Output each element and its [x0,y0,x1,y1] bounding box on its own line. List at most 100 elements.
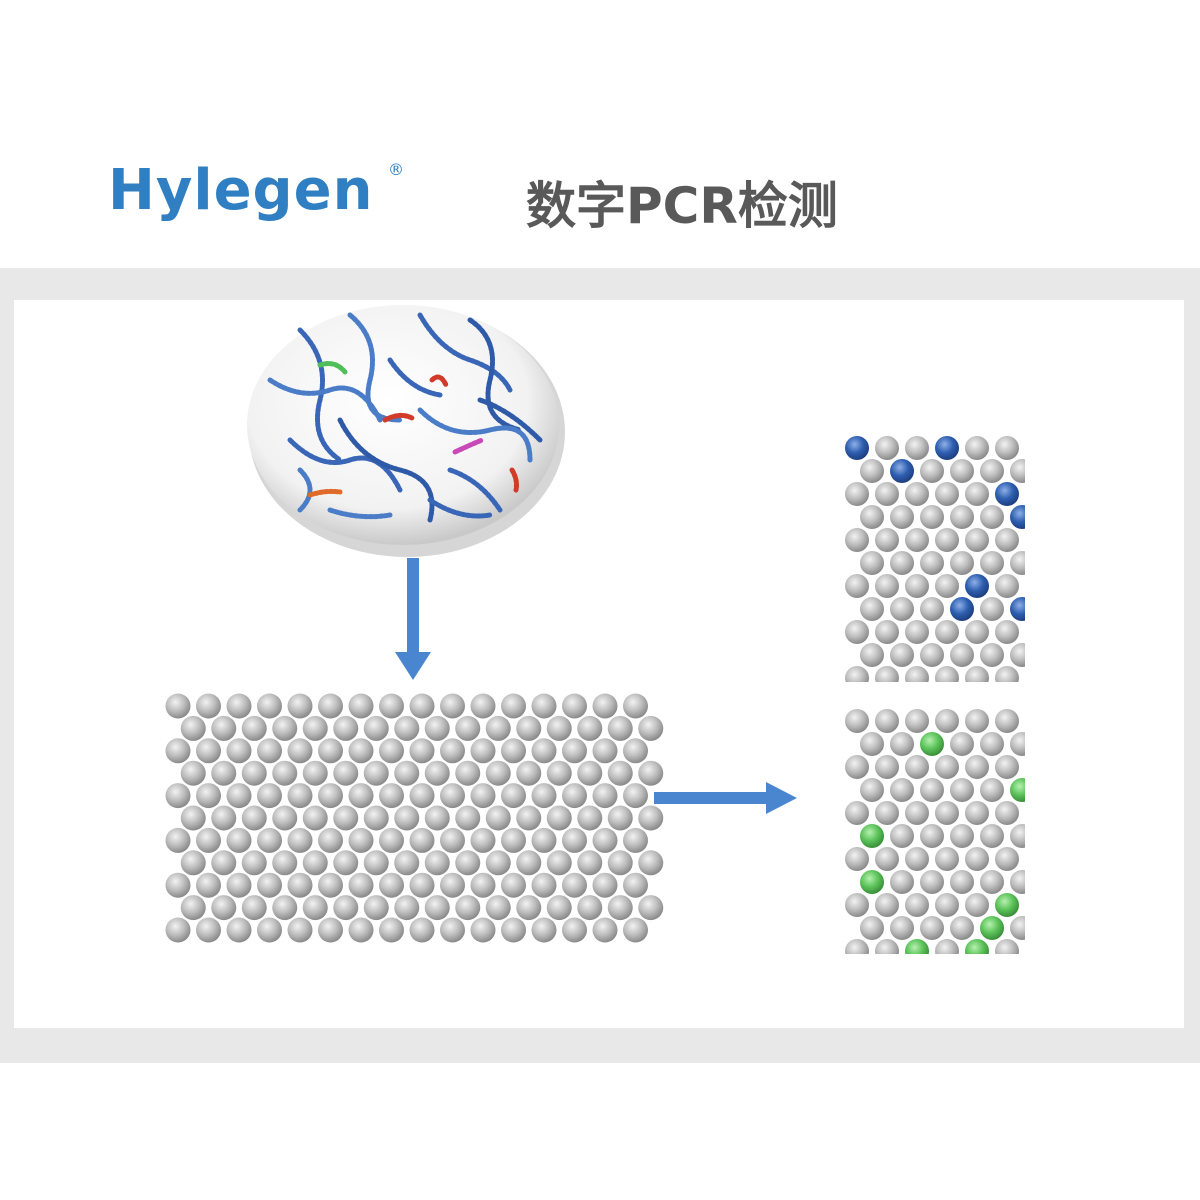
main-droplet [470,738,496,764]
top-droplet [905,482,929,506]
main-droplet [409,738,435,764]
main-droplet [607,715,633,741]
bottom-droplet [875,801,899,825]
main-droplet [577,805,603,831]
bottom-droplet [980,824,1004,848]
bottom-positive-droplet [905,939,929,954]
top-droplet [845,482,869,506]
main-droplet [348,738,374,764]
main-droplet [577,715,603,741]
main-droplet [257,693,282,719]
top-droplet [875,620,899,644]
main-droplet [501,917,526,943]
main-droplet [318,872,343,898]
top-droplet [1025,482,1049,506]
main-droplet [592,872,618,898]
bottom-droplet [905,801,929,825]
main-droplet [638,760,664,786]
main-droplet [180,850,206,876]
bottom-droplet [920,916,944,940]
main-droplet [592,827,618,853]
main-droplet [623,738,648,764]
main-droplet [455,805,481,831]
top-positive-droplet [890,459,914,483]
main-droplet [607,850,633,876]
dna-strand [452,437,485,455]
droplet-array-green-positive [845,709,1064,954]
main-droplet [455,850,481,876]
top-droplet [965,620,989,644]
main-droplet [516,805,542,831]
top-droplet [920,459,944,483]
main-droplet [577,895,603,921]
top-droplet [1010,459,1025,483]
main-droplet [272,760,298,786]
top-droplet [965,482,989,506]
dna-strand [297,467,313,513]
top-droplet [935,666,959,682]
main-droplet [196,693,221,719]
top-droplet [905,528,929,552]
bottom-droplet [875,939,899,954]
header: Hylegen ® 数字PCR检测 [0,0,1200,268]
bottom-positive-droplet [995,893,1019,917]
main-droplet [196,917,221,943]
main-droplet [562,693,587,719]
top-positive-droplet [950,597,974,621]
bottom-droplet [935,801,959,825]
bottom-droplet [935,847,959,871]
top-droplet [980,643,1004,667]
main-droplet [516,850,542,876]
bottom-positive-droplet [860,870,884,894]
main-droplet [409,872,435,898]
dna-strand [287,437,403,493]
main-droplet [287,872,313,898]
main-droplet [470,917,496,943]
bottom-droplet [995,939,1019,954]
main-droplet [546,895,572,921]
dna-strand [417,407,533,463]
top-droplet [920,551,944,575]
bottom-droplet [1040,732,1064,756]
main-droplet [165,917,191,943]
main-droplet [592,783,618,809]
main-droplet [501,738,526,764]
main-droplet [531,917,557,943]
main-droplet [272,895,298,921]
main-droplet [562,827,587,853]
bottom-droplet [980,870,1004,894]
top-droplet [980,551,1004,575]
top-droplet [950,643,974,667]
main-droplet [531,693,557,719]
main-droplet [577,760,603,786]
main-droplet [241,760,267,786]
main-droplet [592,738,618,764]
main-droplet [287,827,313,853]
main-droplet [257,738,282,764]
main-droplet [623,783,648,809]
main-droplet [287,693,313,719]
bottom-droplet [950,778,974,802]
bottom-droplet [950,824,974,848]
main-droplet [485,850,511,876]
main-droplet [333,715,359,741]
top-droplet [950,505,974,529]
dna-strand [417,312,513,393]
top-droplet [935,482,959,506]
bottom-droplet [1010,824,1025,848]
bottom-positive-droplet [980,916,1004,940]
top-droplet [1040,551,1064,575]
arrow-right-icon [654,782,797,814]
main-droplet [516,760,542,786]
main-droplet [485,805,511,831]
main-droplet [348,827,374,853]
main-droplet [394,850,420,876]
main-droplet [302,760,328,786]
main-droplet [318,693,343,719]
top-droplet [875,482,899,506]
top-droplet [935,620,959,644]
bottom-droplet [845,939,869,954]
main-droplet [470,872,496,898]
top-droplet [1010,643,1025,667]
top-droplet [875,666,899,682]
